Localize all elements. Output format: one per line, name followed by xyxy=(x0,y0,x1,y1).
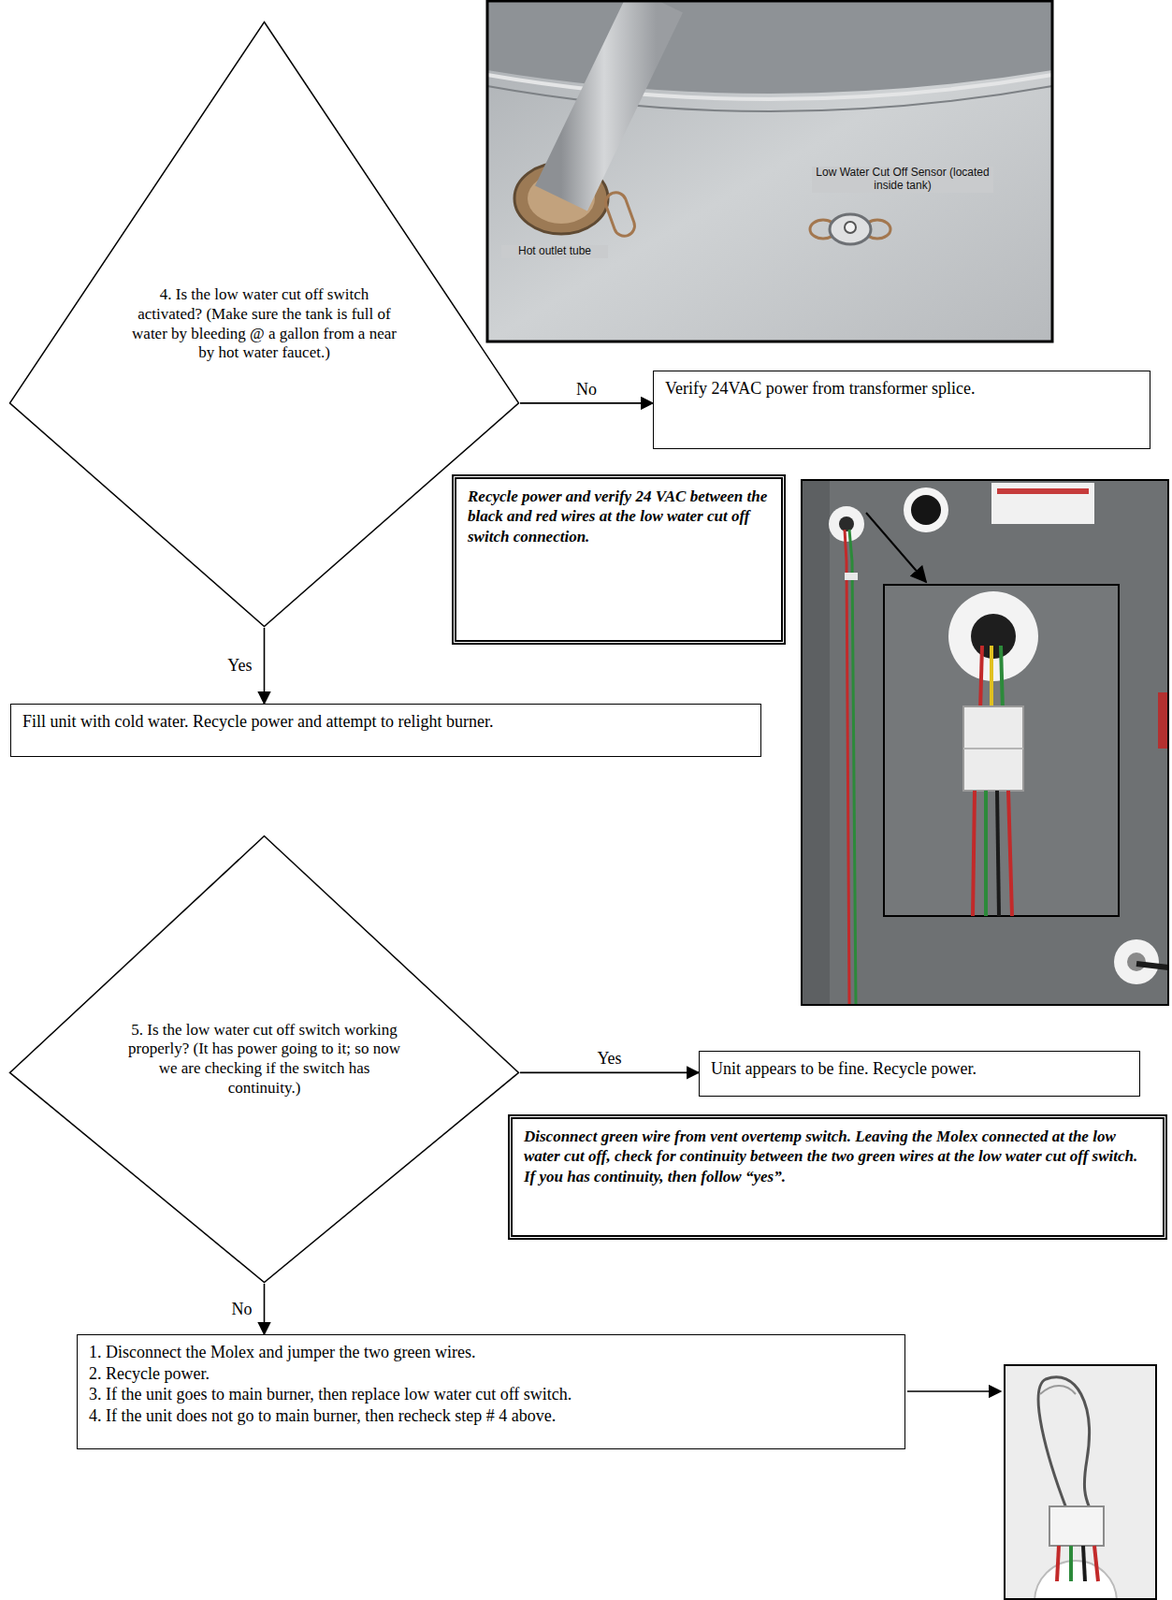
photo-frame xyxy=(487,0,1053,342)
side-label xyxy=(1157,692,1169,749)
inset-arrow xyxy=(866,512,927,582)
warning-label xyxy=(991,482,1095,524)
black-wire xyxy=(997,790,999,916)
inset-photo xyxy=(883,584,1119,916)
box-text: Verify 24VAC power from transformer spli… xyxy=(665,377,1139,400)
jumper-highlight xyxy=(1040,1385,1076,1394)
weld-mark xyxy=(602,189,637,240)
diamond-outline xyxy=(10,22,520,627)
grommet xyxy=(1114,939,1159,984)
edge-label: Yes xyxy=(593,1048,624,1069)
green-wire xyxy=(983,790,988,916)
red-wire xyxy=(844,529,850,1005)
red-wire xyxy=(972,790,975,916)
jumper-photo xyxy=(1004,1364,1157,1600)
decision-diamond: 4. Is the low water cut off switch activ… xyxy=(8,20,521,628)
black-wire xyxy=(1136,963,1169,968)
list-item: 3. If the unit goes to main burner, then… xyxy=(88,1383,894,1405)
decision-diamond: 5. Is the low water cut off switch worki… xyxy=(8,834,521,1284)
list-item: 4. If the unit does not go to main burne… xyxy=(88,1404,894,1427)
flow-arrow xyxy=(263,1283,266,1334)
photo-label: Low Water Cut Off Sensor (located inside… xyxy=(811,166,994,193)
hot-outlet-tube xyxy=(561,0,657,199)
wire-tie xyxy=(844,572,858,580)
list-item: 1. Disconnect the Molex and jumper the t… xyxy=(88,1341,894,1363)
photo-frame xyxy=(1004,1364,1157,1599)
tank-shade xyxy=(801,479,830,1005)
red-wire xyxy=(1056,1545,1059,1581)
photo-label: Hot outlet tube xyxy=(501,245,608,259)
list-item: 2. Recycle power. xyxy=(88,1362,894,1385)
tank-top-photo xyxy=(487,0,1053,342)
warning-stripe xyxy=(997,488,1089,494)
flow-arrow xyxy=(520,402,653,405)
tank-side-photo xyxy=(801,479,1169,1005)
pointer-arrow xyxy=(907,1389,1001,1392)
edge-label: No xyxy=(573,379,600,400)
decision-text: 4. Is the low water cut off switch activ… xyxy=(128,285,402,363)
process-box: Unit appears to be fine. Recycle power. xyxy=(698,1050,1141,1097)
green-wire xyxy=(849,529,856,1005)
decision-text: 5. Is the low water cut off switch worki… xyxy=(128,1020,402,1099)
green-wire xyxy=(1069,1545,1073,1581)
rim-shadow xyxy=(487,86,1053,112)
process-box: Verify 24VAC power from transformer spli… xyxy=(652,370,1151,449)
molex-connector xyxy=(963,706,1024,791)
photo-ground xyxy=(487,0,1053,342)
note-box: Recycle power and verify 24 VAC between … xyxy=(451,474,786,645)
red-wire xyxy=(980,645,983,711)
jumper-wire xyxy=(1038,1376,1090,1508)
edge-label: Yes xyxy=(224,655,255,676)
red-wire xyxy=(1094,1545,1099,1581)
note-text: Disconnect green wire from vent overtemp… xyxy=(523,1126,1152,1187)
process-box: 1. Disconnect the Molex and jumper the t… xyxy=(76,1333,906,1449)
knob-ring xyxy=(903,487,949,533)
green-wire xyxy=(1000,645,1003,711)
grommet-hole xyxy=(839,516,854,532)
photo-ground xyxy=(801,479,1169,1005)
box-text: Fill unit with cold water. Recycle power… xyxy=(22,710,750,733)
process-box: Fill unit with cold water. Recycle power… xyxy=(10,703,762,757)
black-wire xyxy=(1083,1545,1086,1581)
red-wire xyxy=(1008,790,1013,916)
flow-arrow xyxy=(520,1071,699,1074)
note-text: Recycle power and verify 24 VAC between … xyxy=(467,486,770,547)
knob xyxy=(911,494,941,525)
note-box: Disconnect green wire from vent overtemp… xyxy=(507,1114,1168,1240)
tank-rim xyxy=(487,0,1053,94)
rim-highlight xyxy=(487,74,1053,100)
sensor-pin xyxy=(844,221,856,233)
grommet xyxy=(828,506,865,542)
sensor-fitting xyxy=(829,214,871,245)
box-text: Unit appears to be fine. Recycle power. xyxy=(710,1057,1129,1080)
diamond-outline xyxy=(10,836,520,1283)
molex-seam xyxy=(963,747,1024,750)
flow-arrow xyxy=(263,627,266,704)
grommet xyxy=(1034,1560,1117,1600)
yellow-wire xyxy=(989,645,994,711)
photo-frame xyxy=(801,479,1169,1005)
edge-label: No xyxy=(229,1299,256,1319)
molex-connector xyxy=(1049,1505,1104,1546)
